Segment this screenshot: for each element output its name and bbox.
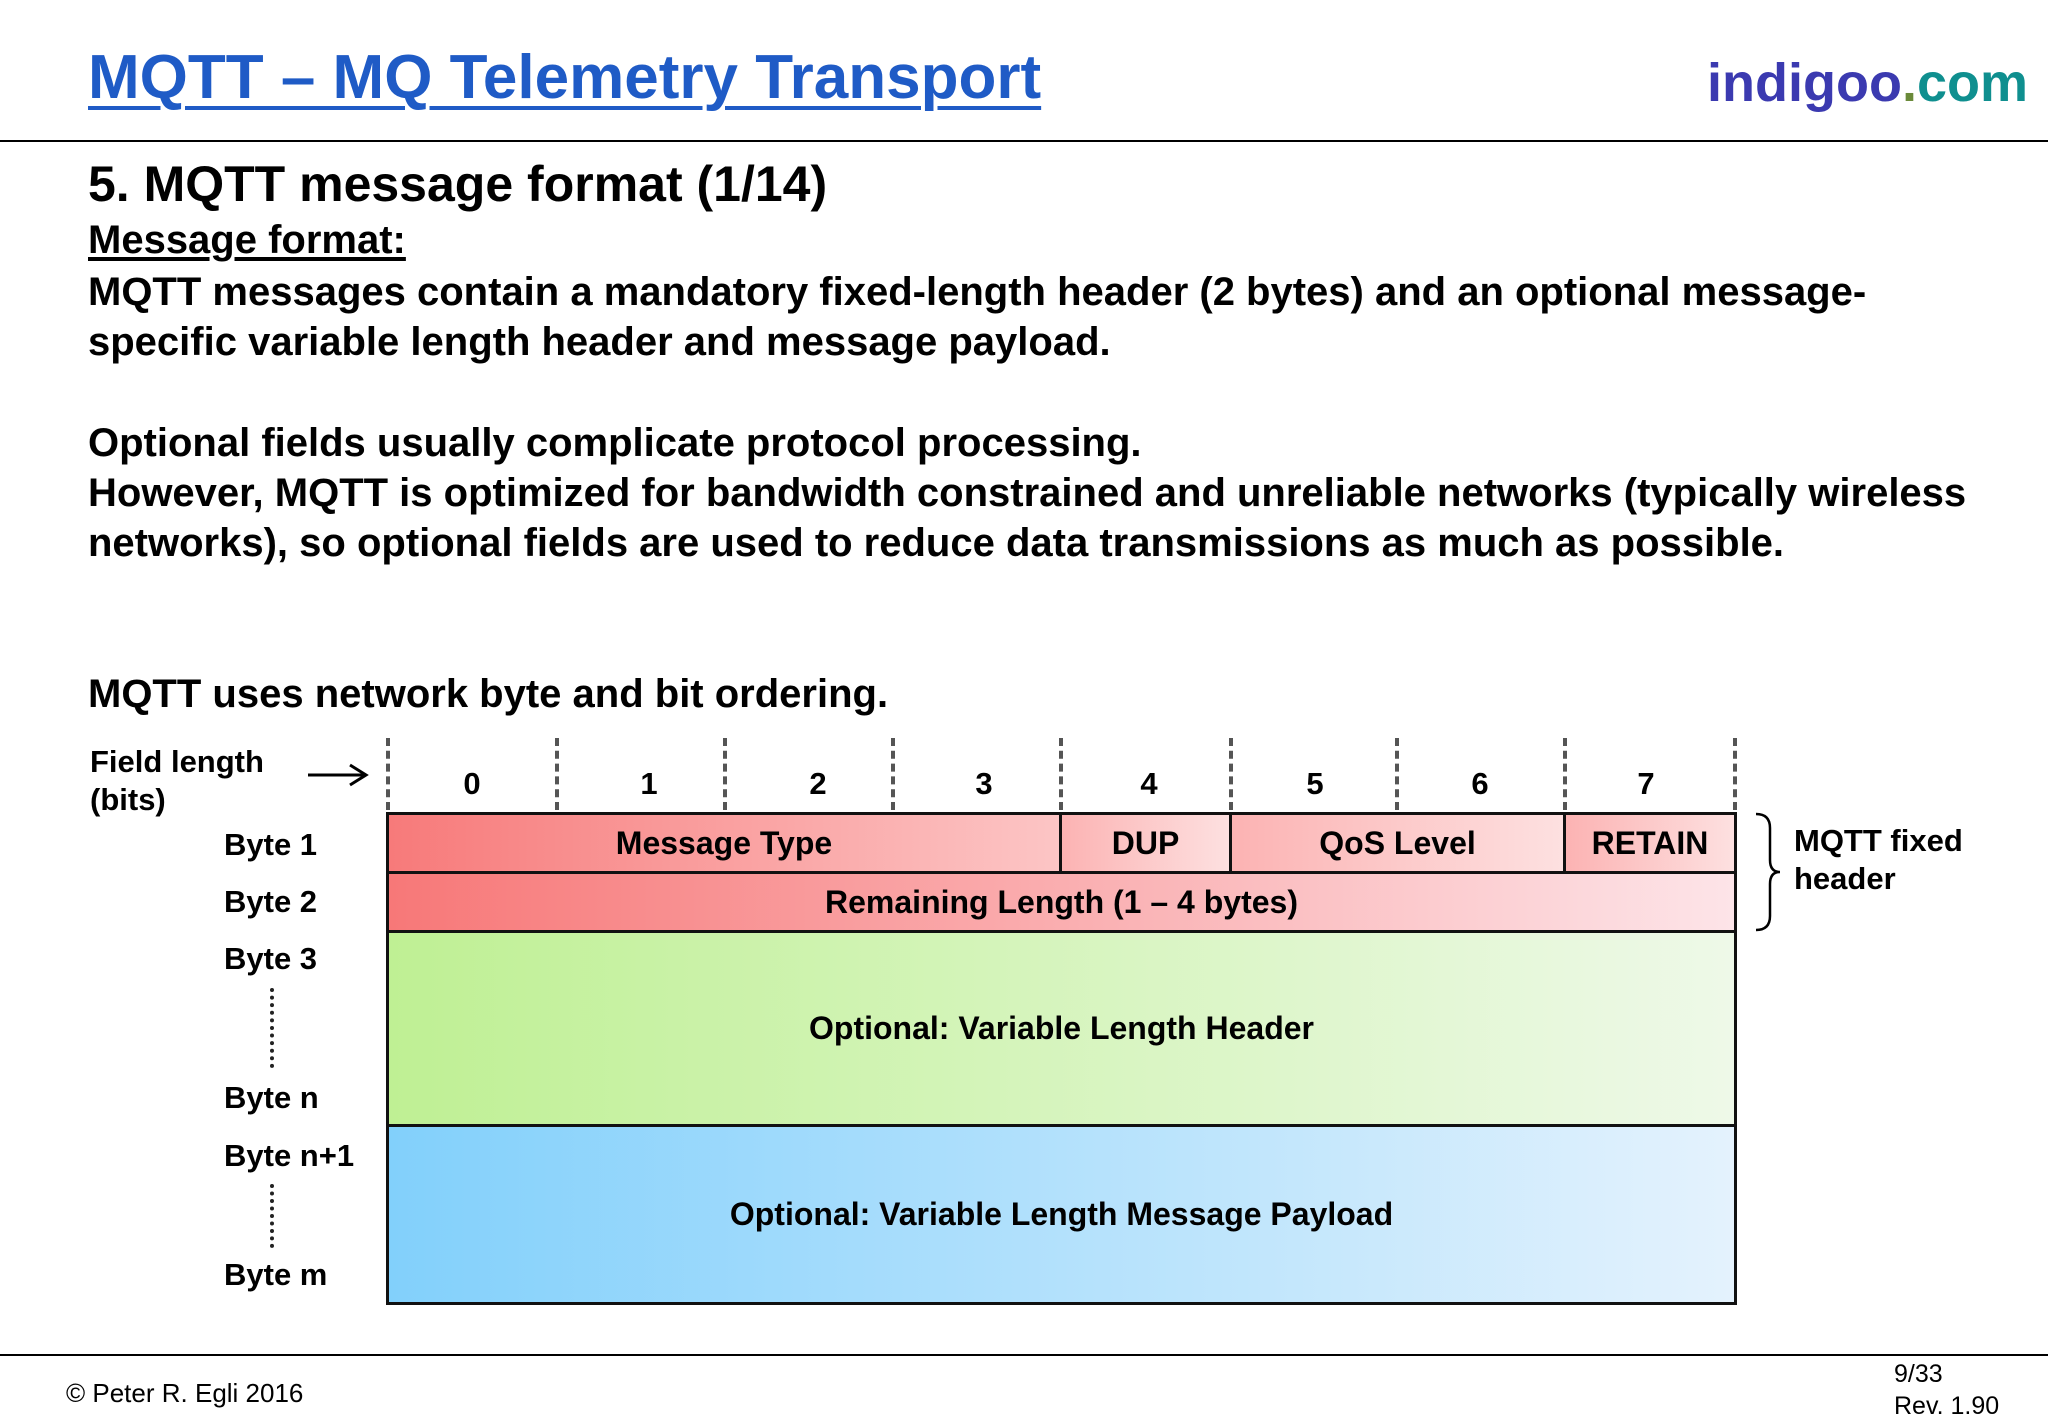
field-dup: DUP: [1059, 812, 1232, 874]
row-label-byten1: Byte n+1: [224, 1138, 355, 1173]
brand-logo: indigoo.com: [1707, 52, 2028, 114]
header-divider: [0, 140, 2048, 142]
brand-logo-part1: indigoo: [1707, 53, 1902, 113]
field-variable-header-label: Optional: Variable Length Header: [809, 1010, 1314, 1046]
field-length-label: Field length (bits): [90, 743, 264, 819]
field-retain: RETAIN: [1563, 812, 1737, 874]
field-length-line1: Field length: [90, 744, 264, 779]
bit-separator: [555, 738, 559, 810]
row-label-byten: Byte n: [224, 1080, 319, 1115]
paragraph-optional-line2: However, MQTT is optimized for bandwidth…: [88, 471, 1967, 565]
page-info: 9/33 Rev. 1.90: [1894, 1358, 1999, 1422]
paragraph-optional-fields: Optional fields usually complicate proto…: [88, 418, 1988, 568]
row-label-bytem: Byte m: [224, 1257, 328, 1292]
field-retain-label: RETAIN: [1591, 824, 1709, 861]
paragraph-byte-ordering: MQTT uses network byte and bit ordering.: [88, 672, 889, 716]
bit-number-4: 4: [1140, 766, 1158, 801]
row-label-byte3: Byte 3: [224, 941, 318, 976]
bit-separator: [723, 738, 727, 810]
field-remaining-length: Remaining Length (1 – 4 bytes): [386, 871, 1737, 933]
bit-number-3: 3: [975, 766, 993, 801]
row-label-byte1: Byte 1: [224, 827, 318, 862]
vertical-ellipsis: [270, 988, 274, 1068]
field-variable-header: Optional: Variable Length Header: [386, 930, 1737, 1127]
bit-separator: [891, 738, 895, 810]
field-payload-label: Optional: Variable Length Message Payloa…: [729, 1196, 1394, 1232]
paragraph-optional-line1: Optional fields usually complicate proto…: [88, 421, 1142, 465]
fixed-header-label-line1: MQTT fixed: [1794, 823, 1963, 858]
bit-separator: [1229, 738, 1233, 810]
deck-title: MQTT – MQ Telemetry Transport: [88, 43, 1042, 112]
row-label-byte2: Byte 2: [224, 884, 318, 919]
field-payload: Optional: Variable Length Message Payloa…: [386, 1124, 1737, 1305]
right-brace-icon: [1755, 812, 1781, 932]
sub-heading: Message format:: [88, 218, 406, 262]
bit-separator: [1733, 738, 1737, 810]
bit-number-5: 5: [1306, 766, 1324, 801]
brand-logo-part3: com: [1916, 53, 2028, 113]
fixed-header-label: MQTT fixed header: [1794, 822, 1963, 898]
copyright: © Peter R. Egli 2016: [66, 1378, 304, 1408]
field-remaining-length-label: Remaining Length (1 – 4 bytes): [825, 883, 1298, 920]
page-number: 9/33: [1894, 1360, 1943, 1388]
bit-separator: [1059, 738, 1063, 810]
bit-separator: [386, 738, 390, 810]
field-message-type-label: Message Type: [615, 824, 833, 861]
bit-number-1: 1: [640, 766, 658, 801]
brand-logo-dot: .: [1901, 53, 1917, 113]
bit-number-7: 7: [1637, 766, 1655, 801]
field-qos-level: QoS Level: [1229, 812, 1566, 874]
field-length-line2: (bits): [90, 782, 166, 817]
revision: Rev. 1.90: [1894, 1392, 2000, 1420]
field-dup-label: DUP: [1111, 824, 1180, 861]
footer-divider: [0, 1354, 2048, 1356]
fixed-header-label-line2: header: [1794, 861, 1896, 896]
bit-number-2: 2: [809, 766, 827, 801]
vertical-ellipsis: [270, 1184, 274, 1248]
paragraph-message-format: MQTT messages contain a mandatory fixed-…: [88, 270, 1867, 364]
bit-separator: [1395, 738, 1399, 810]
slide-title: 5. MQTT message format (1/14): [88, 156, 828, 212]
bit-separator: [1563, 738, 1567, 810]
field-qos-level-label: QoS Level: [1319, 824, 1476, 861]
field-message-type: Message Type: [386, 812, 1062, 874]
bit-number-0: 0: [463, 766, 481, 801]
bit-number-6: 6: [1471, 766, 1489, 801]
right-arrow-icon: [308, 763, 369, 787]
